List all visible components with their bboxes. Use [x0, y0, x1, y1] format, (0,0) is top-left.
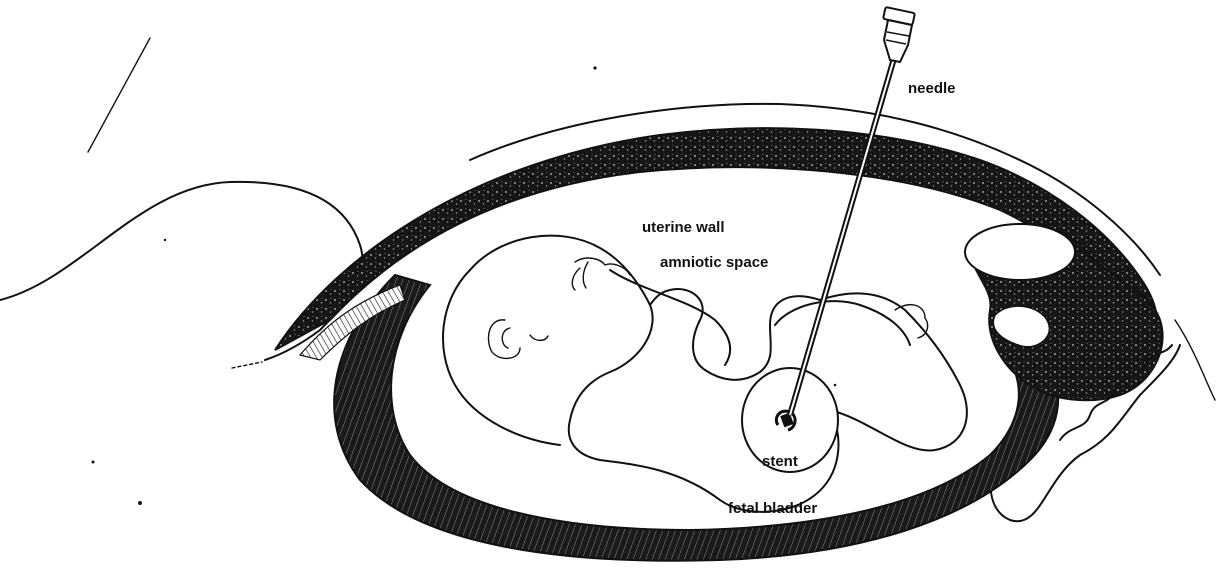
uterine-wall [275, 104, 1172, 561]
label-needle: needle [908, 80, 956, 97]
stray-marks [88, 38, 836, 505]
label-fetal-bladder: fetal bladder [728, 500, 817, 517]
needle [790, 7, 915, 415]
fetus [443, 236, 967, 512]
label-stent: stent [762, 453, 798, 470]
label-uterine-wall: uterine wall [642, 219, 725, 236]
label-amniotic-space: amniotic space [660, 254, 768, 271]
